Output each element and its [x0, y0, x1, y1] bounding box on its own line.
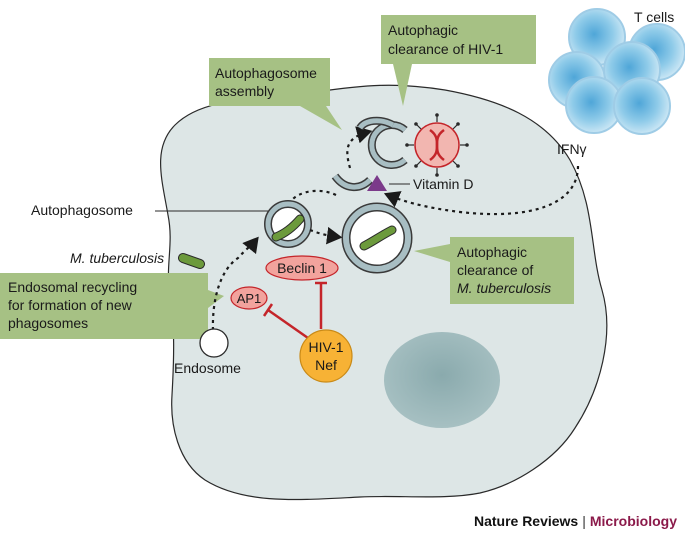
callout-mtb-clearance-line1: Autophagic [457, 244, 527, 260]
phagophore-top-left-inner [357, 118, 395, 130]
phagophore-mid-inner [332, 174, 372, 190]
footer-credit: Nature Reviews|Microbiology [474, 513, 677, 529]
vitamin-d-triangle [367, 175, 387, 191]
ap1-label: AP1 [237, 291, 262, 306]
footer-separator: | [582, 513, 586, 529]
ifn-to-autophagosome-arrow [383, 165, 580, 216]
m-tuberculosis-label: M. tuberculosis [70, 250, 164, 266]
beclin1-label: Beclin 1 [277, 260, 327, 276]
endosome-recycling-arrow [211, 236, 259, 331]
autophagosome-with-mtb [264, 200, 312, 248]
assembly-dotted-path-upper [346, 126, 373, 169]
callout-hiv-clearance-pointer [393, 64, 412, 106]
autolysosome-mtb [341, 202, 413, 274]
callout-endosomal-pointer [208, 290, 224, 308]
m-tuberculosis-bacterium-fill [179, 254, 204, 268]
nef-inhibits-ap1 [267, 308, 309, 340]
t-cells-cluster [548, 8, 685, 135]
hiv-nef-node [299, 329, 353, 383]
footer-publisher: Nature Reviews [473, 513, 579, 529]
callout-assembly [209, 58, 330, 106]
callout-hiv-clearance [381, 15, 536, 64]
footer-journal: Microbiology [589, 513, 677, 529]
callout-mtb-clearance-line2: clearance of [457, 262, 533, 278]
endosome [199, 328, 229, 358]
ifn-gamma-label: IFNγ [557, 141, 587, 157]
endosome-label: Endosome [174, 360, 241, 376]
callout-hiv-clearance-line2: clearance of HIV-1 [388, 41, 503, 57]
beclin1-node [265, 255, 339, 281]
ap1-node [230, 286, 268, 310]
t-cells-label: T cells [634, 9, 674, 25]
phagophore-top-inner [369, 122, 407, 168]
callout-assembly-line1: Autophagosome [215, 65, 317, 81]
callout-mtb-clearance-pointer [414, 244, 450, 262]
callout-endosomal [0, 273, 208, 339]
callout-assembly-pointer [300, 106, 342, 130]
callout-mtb-clearance [450, 237, 574, 304]
callout-endosomal-line2: for formation of new [8, 297, 133, 313]
callout-mtb-clearance-line3: M. tuberculosis [457, 280, 551, 296]
autophagosome-label: Autophagosome [31, 202, 133, 218]
callout-hiv-clearance-line1: Autophagic [388, 22, 458, 38]
callout-endosomal-line3: phagosomes [8, 315, 88, 331]
callout-endosomal-line1: Endosomal recycling [8, 279, 137, 295]
autophagosome-to-autolysosome-arrow [309, 226, 343, 245]
nef-inhibits-ap1-bar [262, 303, 274, 317]
nucleus [384, 332, 500, 428]
vitamin-d-label: Vitamin D [413, 176, 473, 192]
hiv-nef-line2: Nef [315, 357, 337, 373]
hiv-virion [405, 113, 469, 177]
callout-assembly-line2: assembly [215, 83, 274, 99]
hiv-nef-line1: HIV-1 [308, 339, 343, 355]
